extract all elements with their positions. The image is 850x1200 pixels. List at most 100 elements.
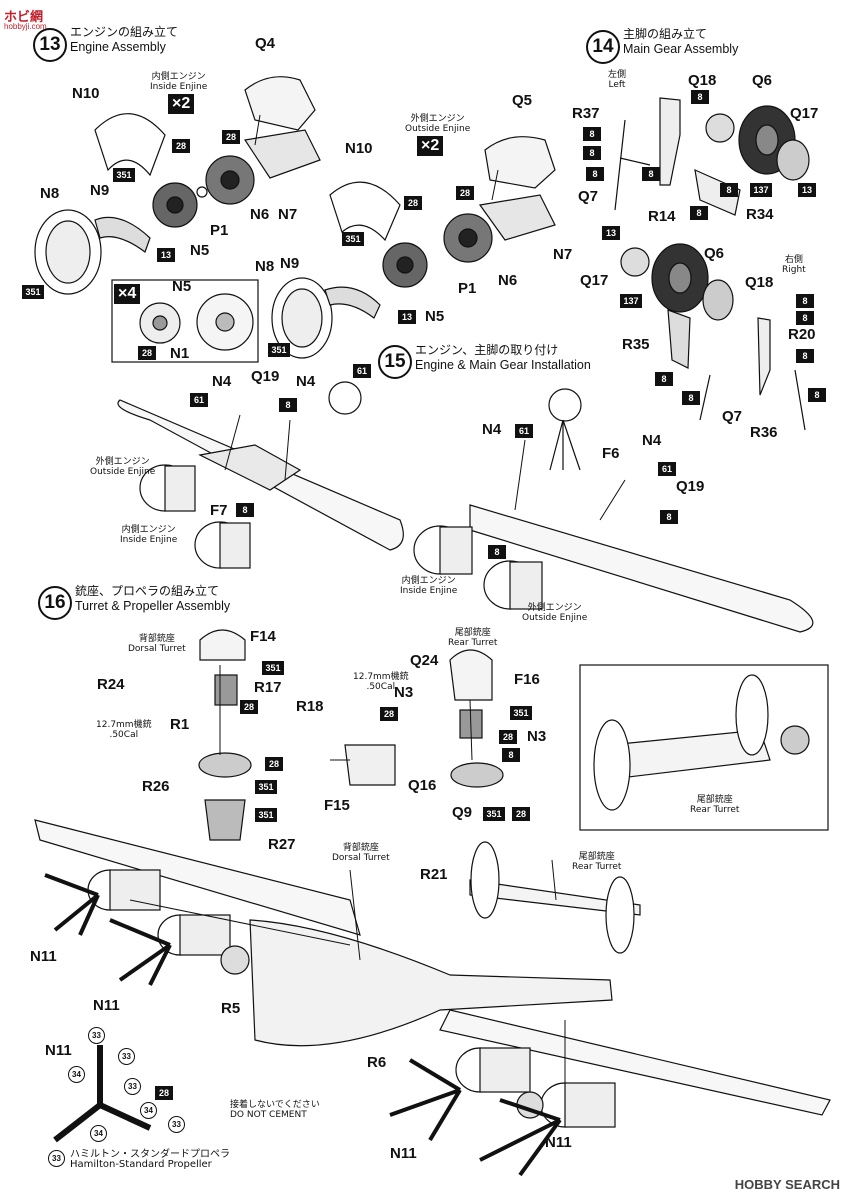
step-15-title-jp: エンジン、主脚の取り付け (415, 343, 559, 357)
part-label: R21 (420, 866, 448, 883)
part-label: F6 (602, 445, 620, 462)
step-16-number: 16 (38, 586, 72, 620)
color-callout: 28 (380, 707, 398, 721)
part-label: N4 (296, 373, 316, 390)
color-callout: 34 (90, 1125, 107, 1142)
part-label: N4 (642, 432, 662, 449)
watermark-url: hobbyji.com (4, 22, 47, 31)
part-label: R14 (648, 208, 676, 225)
part-label: R37 (572, 105, 600, 122)
color-callout: 8 (808, 388, 826, 402)
part-label: N7 (278, 206, 298, 223)
color-callout: 33 (124, 1078, 141, 1095)
part-label: Q6 (704, 245, 725, 262)
part-label: Q9 (452, 804, 473, 821)
color-callout: 8 (655, 372, 673, 386)
part-label: N9 (280, 255, 300, 272)
step-13-number: 13 (33, 28, 67, 62)
color-callout: 33 (118, 1048, 135, 1065)
color-callout: 8 (682, 391, 700, 405)
color-callout: 33 (168, 1116, 185, 1133)
part-label: N3 (527, 728, 547, 745)
color-callout: 8 (488, 545, 506, 559)
part-label: F14 (250, 628, 276, 645)
part-label: P1 (458, 280, 477, 297)
color-callout: 13 (798, 183, 816, 197)
color-callout: 351 (113, 168, 135, 182)
color-callout: 351 (268, 343, 290, 357)
step-14-title-en: Main Gear Assembly (623, 42, 739, 56)
part-label: N11 (45, 1042, 72, 1059)
color-callout: 8 (690, 206, 708, 220)
color-callout: 351 (510, 706, 532, 720)
color-callout: 28 (240, 700, 258, 714)
color-callout: 28 (222, 130, 240, 144)
step-16-title-en: Turret & Propeller Assembly (75, 599, 231, 613)
part-label: N8 (40, 185, 60, 202)
part-label: N11 (30, 948, 57, 965)
part-label: R20 (788, 326, 816, 343)
part-label: N4 (482, 421, 502, 438)
color-callout: 351 (262, 661, 284, 675)
color-callout: 351 (255, 808, 277, 822)
color-callout: 351 (22, 285, 44, 299)
step-15-number: 15 (378, 345, 412, 379)
color-callout: 28 (404, 196, 422, 210)
part-label: Q5 (512, 92, 533, 109)
color-callout: 61 (353, 364, 371, 378)
color-callout: 34 (68, 1066, 85, 1083)
color-callout: 8 (796, 294, 814, 308)
part-label: N9 (90, 182, 110, 199)
part-label: N5 (172, 278, 192, 295)
part-label: Q17 (790, 105, 819, 122)
part-label: Q18 (745, 274, 774, 291)
part-label: N11 (545, 1134, 572, 1151)
color-callout: 13 (602, 226, 620, 240)
part-label: Q16 (408, 777, 437, 794)
part-label: N11 (390, 1145, 417, 1162)
color-callout: 8 (583, 146, 601, 160)
color-callout: 8 (720, 183, 738, 197)
color-callout: 351 (342, 232, 364, 246)
part-label: N1 (170, 345, 190, 362)
color-callout: 13 (157, 248, 175, 262)
color-callout: 28 (138, 346, 156, 360)
color-callout: 8 (796, 349, 814, 363)
note-mg-right: 12.7mm機銃.50Cal (353, 672, 409, 692)
part-label: N5 (425, 308, 445, 325)
step-16-title-jp: 銃座、プロペラの組み立て (75, 584, 220, 598)
part-label: R18 (296, 698, 324, 715)
note-mg-left: 12.7mm機銃.50Cal (96, 720, 152, 740)
part-label: N6 (498, 272, 518, 289)
color-callout: 8 (796, 311, 814, 325)
part-label: R1 (170, 716, 190, 733)
part-label: Q7 (722, 408, 743, 425)
color-callout: 137 (620, 294, 642, 308)
part-label: Q19 (251, 368, 280, 385)
color-callout: 28 (155, 1086, 173, 1100)
part-label: R5 (221, 1000, 241, 1017)
color-callout: 34 (140, 1102, 157, 1119)
part-label: R17 (254, 679, 282, 696)
part-label: N3 (394, 684, 414, 701)
color-callout: 8 (691, 90, 709, 104)
part-label: Q6 (752, 72, 773, 89)
color-callout: 28 (512, 807, 530, 821)
part-label: F15 (324, 797, 350, 814)
part-label: R27 (268, 836, 296, 853)
multiplier-x2-outside: ×2 (417, 136, 444, 156)
part-label: N10 (345, 140, 373, 157)
